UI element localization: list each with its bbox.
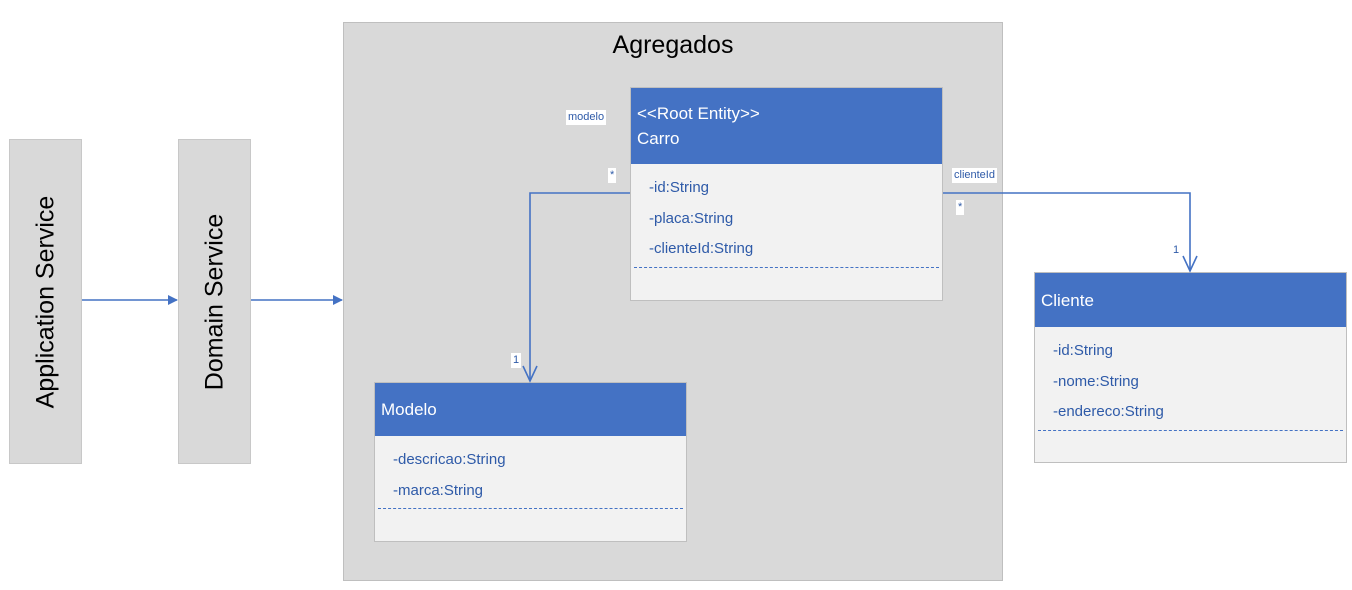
operations-divider [1038,429,1343,431]
association-carro-modelo [529,192,630,381]
attribute: -id:String [649,179,710,196]
operations-divider [634,266,939,268]
domain-service-box: Domain Service [178,139,251,464]
arrowhead-open [522,365,538,383]
aggregate-title: Agregados [612,31,734,59]
class-carro-stereotype: <<Root Entity>> [637,104,760,123]
class-carro-header: <<Root Entity>> Carro [631,88,942,164]
class-modelo-attributes: -descricao:String -marca:String [375,436,686,509]
class-modelo: Modelo -descricao:String -marca:String [374,382,687,542]
application-service-box: Application Service [9,139,82,464]
arrowhead-open [1182,255,1198,273]
class-modelo-header: Modelo [375,383,686,436]
attribute: -clienteId:String [649,240,754,257]
class-carro-name: Carro [637,129,680,148]
multiplicity-source-modelo: * [608,168,617,183]
class-cliente-attributes: -id:String -nome:String -endereco:String [1035,327,1346,431]
association-carro-cliente [943,192,1191,271]
attribute: -id:String [1053,342,1114,359]
class-carro: <<Root Entity>> Carro -id:String -placa:… [630,87,943,301]
class-cliente-name: Cliente [1041,290,1094,310]
attribute: -descricao:String [393,451,506,468]
class-cliente: Cliente -id:String -nome:String -enderec… [1034,272,1347,463]
multiplicity-target-modelo: 1 [511,353,522,368]
multiplicity-target-cliente: 1 [1171,243,1182,258]
attribute: -endereco:String [1053,403,1164,420]
role-label-modelo: modelo [566,110,607,125]
attribute: -marca:String [393,481,484,499]
class-carro-attributes: -id:String -placa:String -clienteId:Stri… [631,164,942,268]
multiplicity-source-cliente: * [956,200,965,215]
operations-divider [378,508,683,509]
class-cliente-header: Cliente [1035,273,1346,327]
attribute: -placa:String [649,209,734,227]
attribute: -nome:String [1053,372,1139,390]
role-label-clienteid: clienteId [952,168,997,183]
class-modelo-name: Modelo [381,400,437,419]
